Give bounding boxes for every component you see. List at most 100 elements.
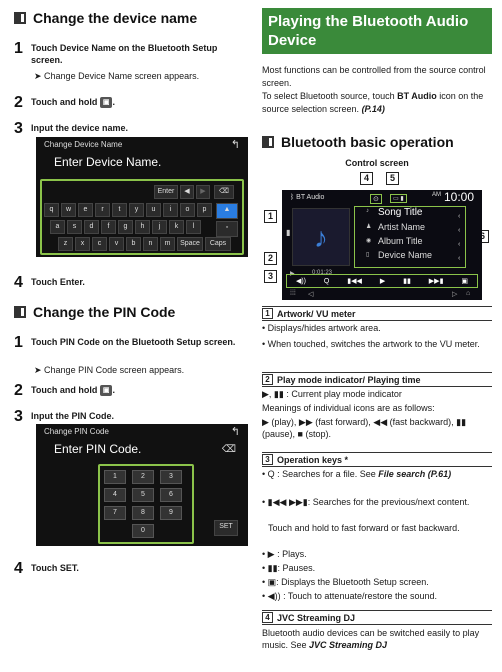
key-u[interactable]: u [146,203,161,217]
pin-key-4[interactable]: 4 [104,488,126,502]
artwork-music-note-icon[interactable]: ♪ [292,208,350,266]
prev-page-icon[interactable]: ◁ [308,291,314,298]
bullet-mark: • [262,469,268,479]
key-j[interactable]: j [152,220,167,234]
step-number: 3 [14,120,23,137]
pin-key-1[interactable]: 1 [104,470,126,484]
key-m[interactable]: m [160,237,175,251]
back-arrow-icon[interactable]: ↰ [230,426,240,438]
play-icon[interactable]: ▶ [379,278,386,285]
key-b[interactable]: b [126,237,141,251]
playing-time: 0:01:23 [312,270,333,276]
key-h[interactable]: h [135,220,150,234]
key-z[interactable]: z [58,237,73,251]
key-k[interactable]: k [169,220,184,234]
cursor-right-key[interactable]: ▶ [196,185,210,199]
intro-paragraph-2: To select Bluetooth source, touch BT Aud… [262,90,490,115]
step-text-a: Touch [31,43,60,53]
pin-key-8[interactable]: 8 [132,506,154,520]
step-text-b: Enter [59,277,83,287]
bullet-cont: Touch and hold to fast forward or fast b… [268,523,460,533]
volume-attenuate-icon[interactable]: ◀)) [295,278,306,285]
set-button[interactable]: SET [214,520,238,536]
cursor-left-key[interactable]: ◀ [180,185,194,199]
previous-icon[interactable]: ▮◀◀ [347,278,362,285]
subhead-num: 1 [262,308,273,319]
key-c[interactable]: c [92,237,107,251]
jvc-streaming-dj-icon[interactable]: ⊙ [370,194,382,204]
menu-grid-icon[interactable]: ⁞⁞⁞ [290,290,296,297]
track-info-highlight [354,206,466,268]
next-page-icon[interactable]: ▷ [452,291,458,298]
am-indicator: AM [432,192,441,198]
key-s[interactable]: s [67,220,82,234]
key-t[interactable]: t [112,203,127,217]
pin-key-2[interactable]: 2 [132,470,154,484]
bt-setup-icon[interactable]: ▣ [461,278,468,285]
para-text: icon on the source selection screen. [262,91,484,114]
artwork-toggle-icon[interactable]: ▮ [286,228,291,237]
bullet: • Displays/hides artwork area. [262,323,381,333]
pin-key-3[interactable]: 3 [160,470,182,484]
bullet-search: • Q : Searches for a file. See File sear… [262,468,492,480]
key-f[interactable]: f [101,220,116,234]
key-i[interactable]: i [163,203,178,217]
key-p[interactable]: p [197,203,212,217]
key-q[interactable]: q [44,203,59,217]
key-r[interactable]: r [95,203,110,217]
pin-key-7[interactable]: 7 [104,506,126,520]
pin-key-5[interactable]: 5 [132,488,154,502]
artist-icon: ♟ [366,224,372,230]
pin-key-9[interactable]: 9 [160,506,182,520]
step-text: Touch and hold [31,97,98,107]
pin-code-input[interactable]: Enter PIN Code. [54,442,142,456]
home-icon[interactable]: ⌂ [466,290,471,297]
device-name-screenshot: Change Device Name ↰ Enter Device Name. … [36,137,248,257]
battery-signal-icon: ▭ ▮ [390,194,407,203]
key-v[interactable]: v [109,237,124,251]
screen-title: Change Device Name [44,140,123,149]
step-result: ➤ Change Device Name screen appears. [34,71,200,81]
subhead-text: Artwork/ VU meter [277,308,356,319]
key-y[interactable]: y [129,203,144,217]
key-a[interactable]: a [50,220,65,234]
next-icon[interactable]: ▶▶▮ [428,278,444,285]
key-w[interactable]: w [61,203,76,217]
scroll-chevrons[interactable]: ‹‹‹‹ [458,213,461,262]
device-icon: ▯ [366,252,370,258]
key-space[interactable]: Space [177,237,203,251]
step-number: 3 [14,408,23,425]
step-text-a: Touch [31,337,60,347]
key-o[interactable]: o [180,203,195,217]
key-g[interactable]: g [118,220,133,234]
pin-key-0[interactable]: 0 [132,524,154,538]
symbol-key[interactable]: ▫ [216,221,238,237]
key-caps[interactable]: Caps [205,237,231,251]
step-text-c: on the Bluetooth Setup screen. [31,43,218,66]
key-l[interactable]: l [186,220,201,234]
step-text-a: Touch [31,563,60,573]
backspace-icon[interactable]: ⌫ [221,444,236,455]
para-text: To select Bluetooth source, touch [262,91,398,101]
step-number: 4 [14,274,23,291]
bullet: • ◀)) : Touch to attenuate/restore the s… [262,591,438,601]
back-arrow-icon[interactable]: ↰ [230,139,240,151]
shift-key[interactable]: ▲ [216,203,238,219]
backspace-key[interactable]: ⌫ [214,185,234,199]
device-name-input[interactable]: Enter Device Name. [54,155,162,169]
pause-icon[interactable]: ▮▮ [403,278,411,285]
song-icon: ♪ [366,208,369,214]
step-text: Input the PIN Code. [31,411,114,421]
enter-key[interactable]: Enter [154,185,178,199]
clock: 10:00 [444,190,475,204]
key-d[interactable]: d [84,220,99,234]
key-x[interactable]: x [75,237,90,251]
pin-key-6[interactable]: 6 [160,488,182,502]
key-e[interactable]: e [78,203,93,217]
step-text-b: SET [59,563,77,573]
step-3: 3 Input the PIN Code. [14,408,244,425]
key-n[interactable]: n [143,237,158,251]
search-icon[interactable]: Q [323,277,330,285]
